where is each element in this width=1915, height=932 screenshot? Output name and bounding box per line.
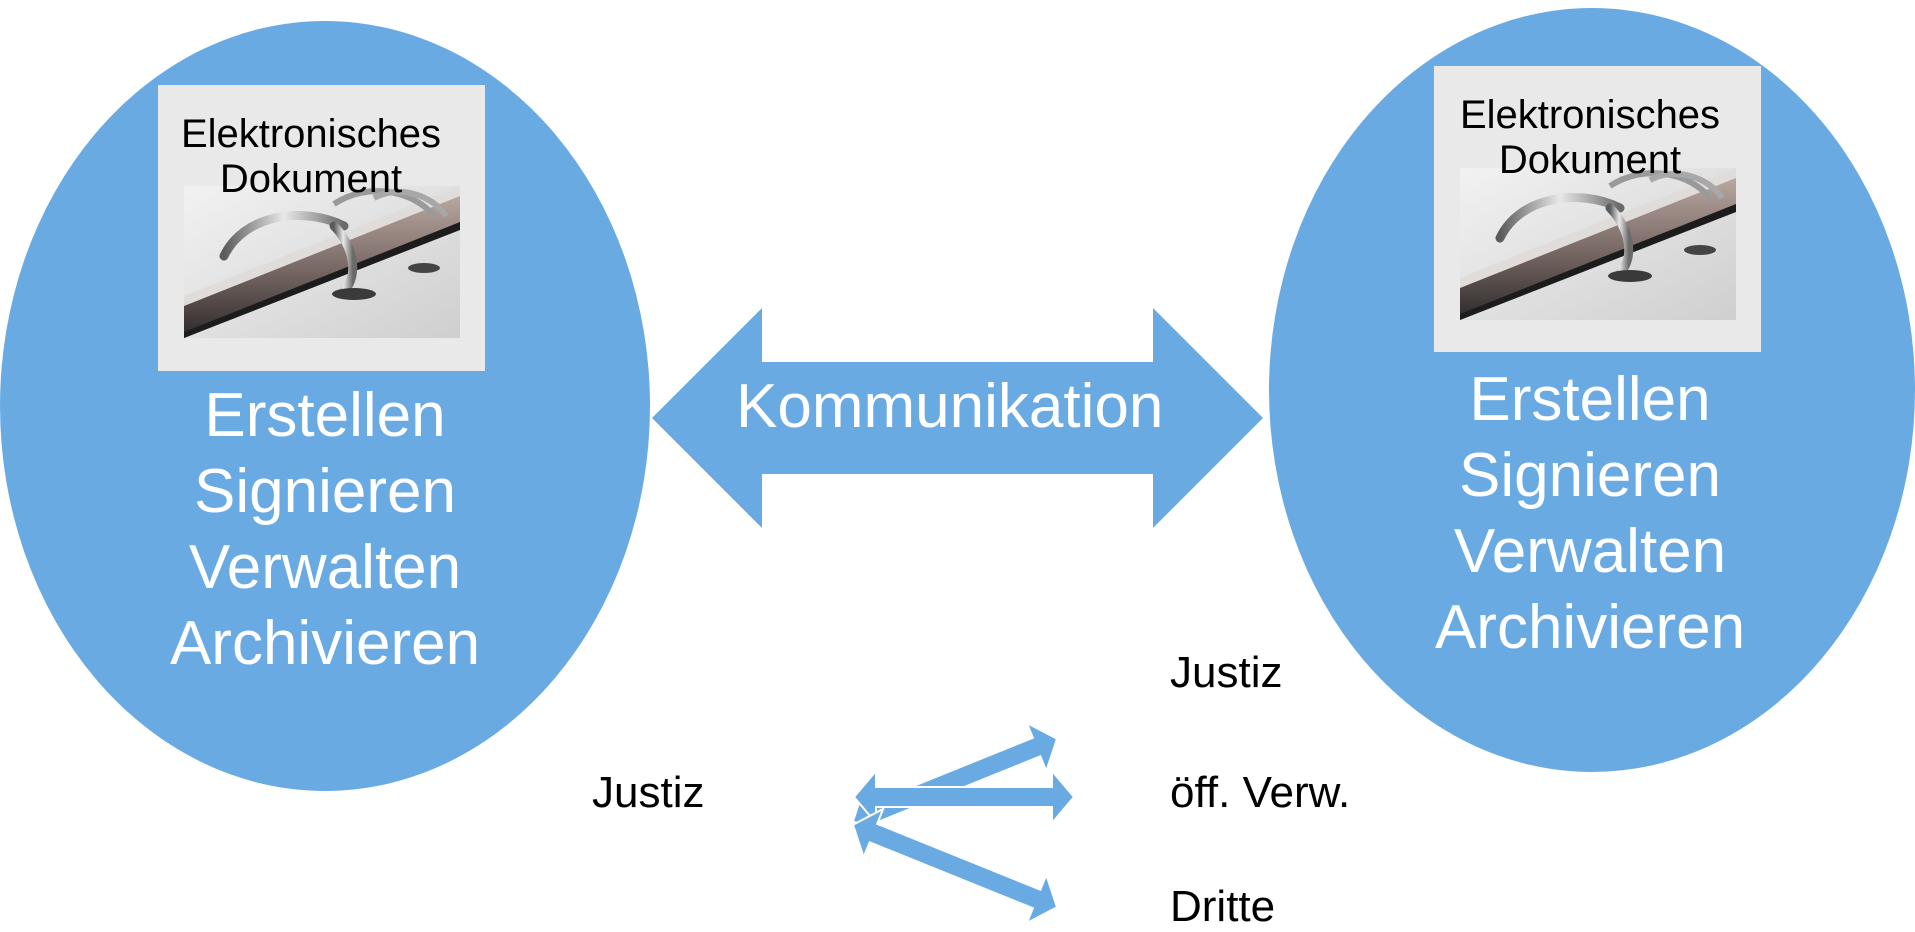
kommunikation-double-arrow bbox=[652, 308, 1263, 528]
arrow-to-dritte bbox=[851, 806, 1059, 925]
kommunikation-label: Kommunikation bbox=[736, 372, 1164, 441]
binder-ring-icon bbox=[184, 186, 460, 338]
left-node-actions: Erstellen Signieren Verwalten Archiviere… bbox=[150, 378, 500, 682]
source-party-justiz: Justiz bbox=[592, 768, 705, 817]
right-action-archivieren: Archivieren bbox=[1434, 593, 1746, 662]
left-document-title-line-1: Elektronisches bbox=[180, 112, 442, 156]
target-party-justiz: Justiz bbox=[1170, 648, 1283, 697]
right-document-title-line-1: Elektronisches bbox=[1459, 93, 1721, 137]
left-document-title-line-2: Dokument bbox=[219, 157, 403, 201]
target-party-dritte: Dritte bbox=[1170, 882, 1276, 931]
binder-ring-icon bbox=[1460, 168, 1736, 320]
left-action-erstellen: Erstellen bbox=[204, 381, 446, 450]
right-action-verwalten: Verwalten bbox=[1453, 517, 1727, 586]
left-action-verwalten: Verwalten bbox=[188, 533, 462, 602]
left-action-archivieren: Archivieren bbox=[169, 609, 481, 678]
right-action-signieren: Signieren bbox=[1459, 441, 1721, 510]
left-document-title: Elektronisches Dokument bbox=[158, 112, 464, 202]
right-node-actions: Erstellen Signieren Verwalten Archiviere… bbox=[1415, 362, 1765, 666]
target-party-oeff-verw: öff. Verw. bbox=[1170, 768, 1351, 817]
right-document-title: Elektronisches Dokument bbox=[1437, 93, 1743, 183]
left-action-signieren: Signieren bbox=[194, 457, 456, 526]
right-document-title-line-2: Dokument bbox=[1498, 138, 1682, 182]
right-action-erstellen: Erstellen bbox=[1469, 365, 1711, 434]
